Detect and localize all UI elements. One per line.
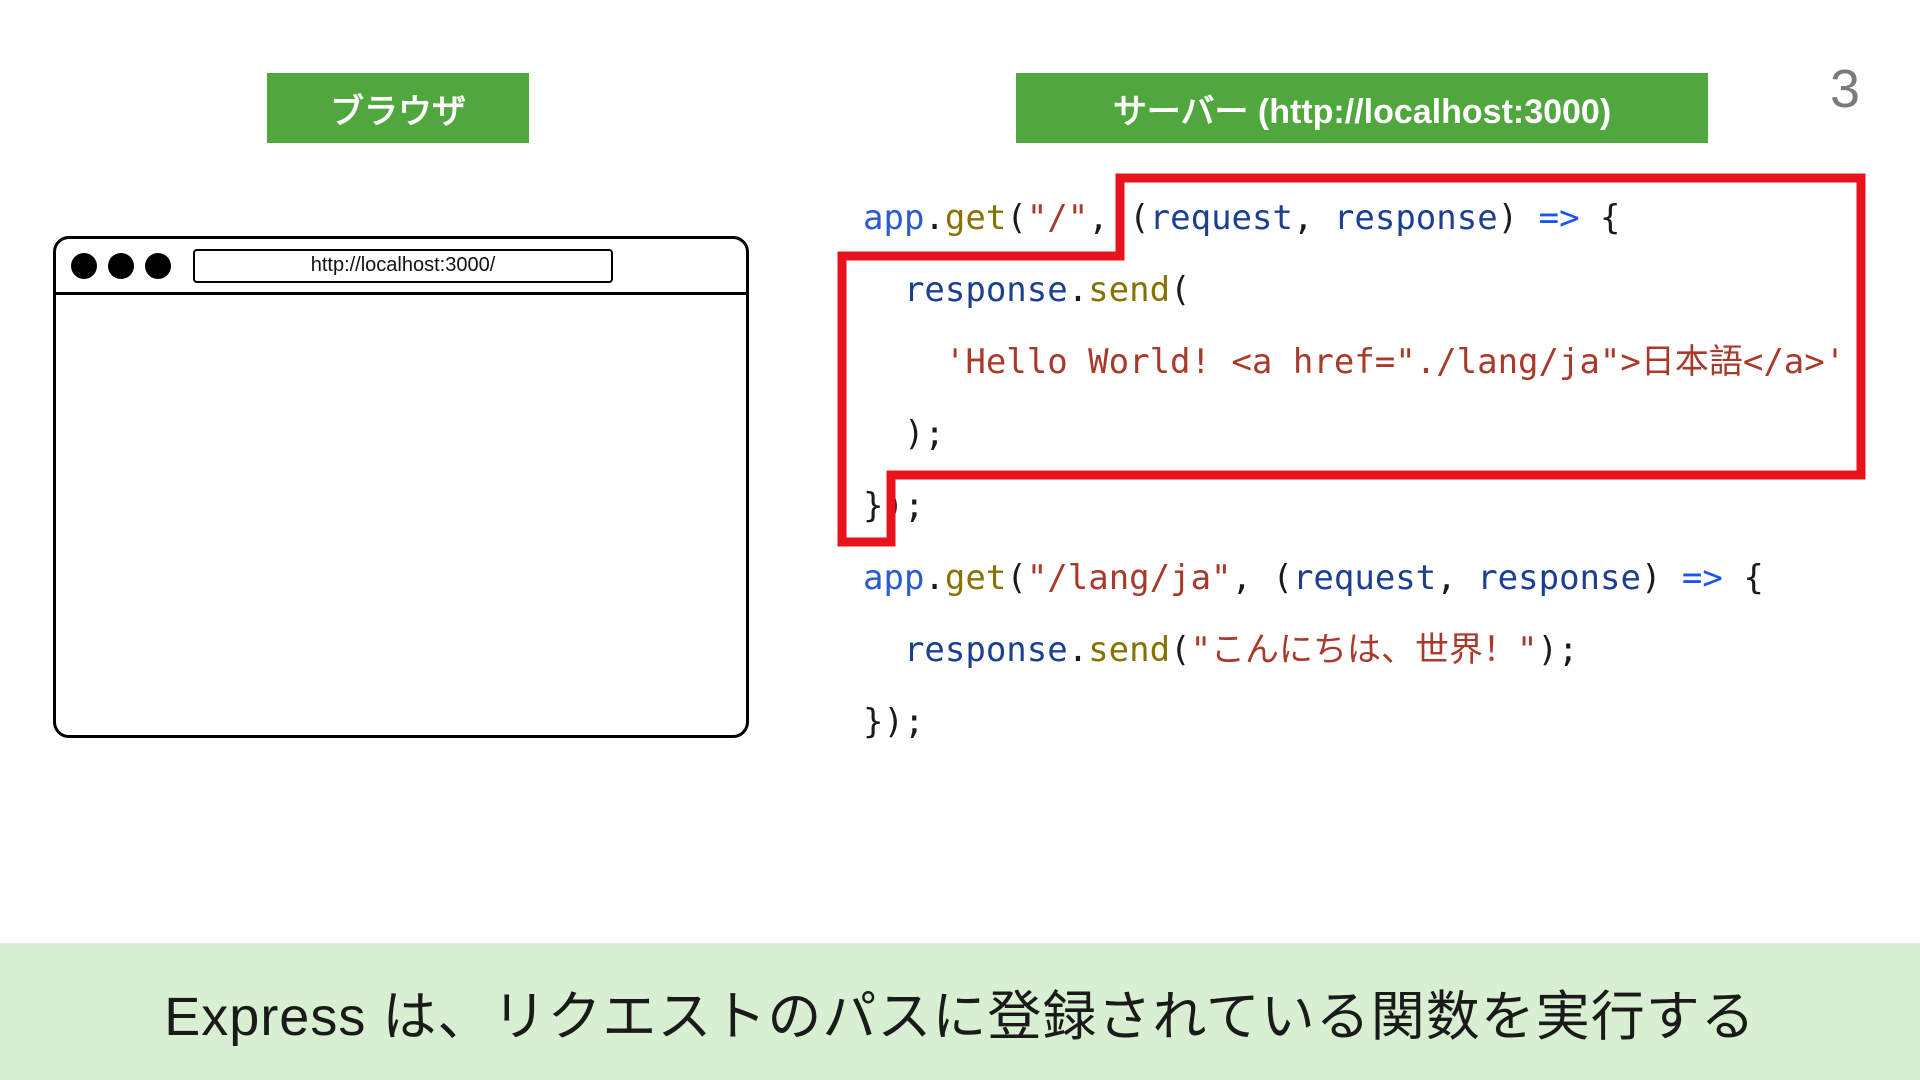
code-token: . — [1067, 270, 1089, 310]
code-token: ( — [1170, 270, 1191, 310]
page-number: 3 — [1829, 59, 1860, 119]
code-token: ); — [863, 414, 945, 454]
code-token: send — [1088, 270, 1171, 310]
url-bar: http://localhost:3000/ — [193, 248, 613, 283]
code-token: 'Hello World! <a href="./lang/ja">日本語</a… — [944, 342, 1846, 382]
code-token: ); — [1537, 630, 1579, 670]
code-line: response.send("こんにちは、世界！"); — [863, 614, 1845, 686]
caption-text: Express は、リクエストのパスに登録されている関数を実行する — [164, 987, 1756, 1047]
code-token: , ( — [1231, 558, 1293, 598]
code-token: app — [863, 198, 925, 238]
code-token: ) — [1497, 198, 1539, 238]
code-token: ) — [1640, 558, 1682, 598]
code-token: "/lang/ja" — [1026, 558, 1232, 598]
code-line: response.send( — [863, 254, 1845, 326]
code-token: . — [924, 198, 945, 238]
browser-content — [56, 295, 746, 735]
code-block: app.get("/", (request, response) => { re… — [863, 182, 1845, 758]
code-token: => — [1538, 198, 1580, 238]
code-token: ( — [1170, 630, 1191, 670]
code-token: request — [1292, 558, 1437, 598]
code-token: . — [924, 558, 945, 598]
code-token: { — [1579, 198, 1621, 238]
window-dot-icon — [145, 252, 171, 279]
code-token: . — [1067, 630, 1089, 670]
code-line: app.get("/", (request, response) => { — [863, 182, 1845, 254]
code-token: => — [1681, 558, 1723, 598]
browser-window: http://localhost:3000/ — [53, 236, 749, 738]
code-token: , — [1292, 198, 1334, 238]
caption-banner: Express は、リクエストのパスに登録されている関数を実行する — [0, 943, 1920, 1080]
code-token: { — [1722, 558, 1764, 598]
code-token: app — [863, 558, 925, 598]
code-token: response — [903, 270, 1068, 310]
code-token: response — [903, 630, 1068, 670]
server-label: サーバー (http://localhost:3000) — [1016, 73, 1708, 143]
code-token: ( — [1006, 558, 1027, 598]
code-token: }); — [863, 486, 925, 526]
browser-titlebar: http://localhost:3000/ — [56, 239, 746, 295]
code-token: get — [944, 558, 1007, 598]
code-token — [863, 270, 904, 310]
code-token: response — [1333, 198, 1498, 238]
code-token — [863, 630, 904, 670]
code-token: ( — [1006, 198, 1027, 238]
code-line: ); — [863, 398, 1845, 470]
code-line: }); — [863, 686, 1845, 758]
code-line: 'Hello World! <a href="./lang/ja">日本語</a… — [863, 326, 1845, 398]
code-token: }); — [863, 702, 925, 742]
window-dot-icon — [108, 252, 134, 279]
code-token — [863, 342, 945, 382]
code-token: request — [1149, 198, 1293, 238]
code-line: }); — [863, 470, 1845, 542]
code-token: send — [1088, 630, 1171, 670]
code-token: "こんにちは、世界！" — [1190, 630, 1538, 670]
code-token: get — [944, 198, 1007, 238]
browser-label: ブラウザ — [267, 73, 529, 143]
code-token: , — [1436, 558, 1478, 598]
code-line: app.get("/lang/ja", (request, response) … — [863, 542, 1845, 614]
code-token: response — [1477, 558, 1641, 598]
code-token: "/" — [1026, 198, 1089, 238]
code-token: , ( — [1088, 198, 1150, 238]
window-dot-icon — [71, 252, 97, 279]
